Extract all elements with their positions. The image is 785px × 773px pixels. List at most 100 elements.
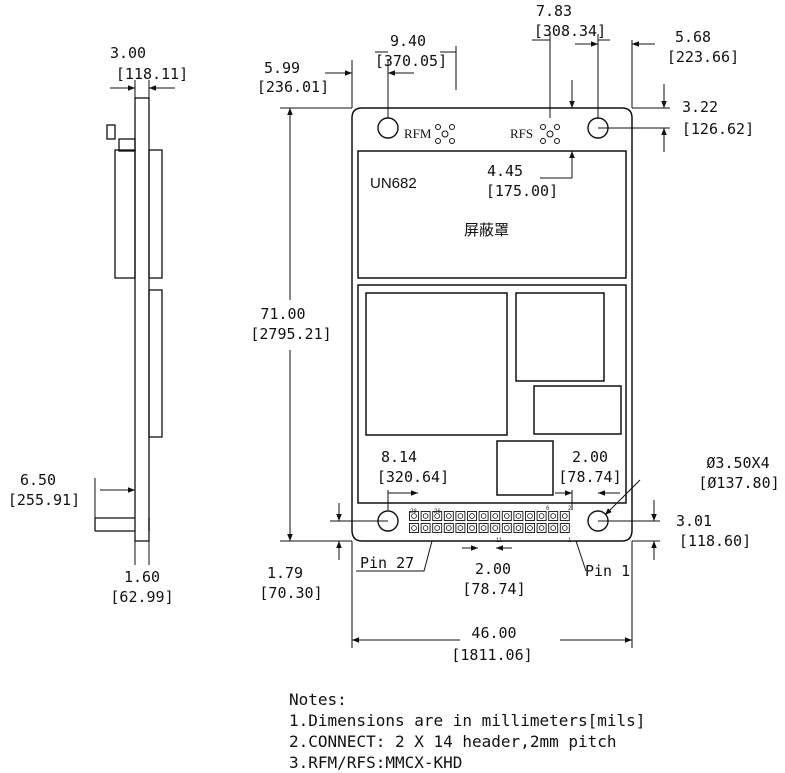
dim-side-width-mils: [118.11] — [116, 65, 188, 83]
header-pin-hole — [480, 525, 487, 531]
dim-rfm-center-mm: 9.40 — [390, 32, 426, 50]
rfm-label: RFM — [404, 126, 432, 141]
callout-pin1: Pin 1 — [585, 562, 630, 580]
side-shield-upper — [114, 149, 136, 279]
header-pin-hole — [527, 513, 533, 519]
side-view — [94, 97, 163, 542]
dim-top-offset-mils: [126.62] — [682, 120, 754, 138]
pin-label-11: 11 — [496, 538, 503, 544]
chip-small — [533, 385, 622, 435]
side-shield-right-upper — [148, 149, 163, 279]
dim-side-pin-mm: 6.50 — [20, 471, 56, 489]
dim-top-offset-mm: 3.22 — [682, 98, 718, 116]
header-pin-hole — [550, 525, 556, 531]
side-component-lower — [148, 289, 163, 438]
dim-header-left-mm: 8.14 — [381, 448, 417, 466]
header-pin-pad — [478, 511, 489, 521]
header-pin-hole — [411, 513, 417, 519]
header-pin-hole — [538, 513, 545, 519]
header-pin-hole — [469, 525, 475, 531]
header-pin-pad — [432, 523, 443, 533]
board-outline — [351, 107, 633, 542]
header-pin-pad — [443, 523, 454, 533]
header-pin-hole — [434, 513, 441, 519]
dim-side-width-mm: 3.00 — [110, 44, 146, 62]
dim-pin27-bottom-mils: [70.30] — [259, 584, 322, 602]
model-label: UN682 — [370, 175, 417, 192]
dim-side-pin-mils: [255.91] — [8, 491, 80, 509]
header-pin-pad — [548, 511, 559, 521]
pin-label-26: 26 — [434, 509, 441, 515]
notes-line-3: 3.RFM/RFS:MMCX-KHD — [289, 753, 462, 772]
header-pin-hole — [422, 525, 429, 531]
chip-secondary — [515, 292, 605, 382]
header-pin-pad — [478, 523, 489, 533]
header-pin-pad — [467, 511, 477, 521]
header-pin-hole — [503, 525, 510, 531]
chip-main — [365, 292, 508, 436]
dim-pin27-bottom-mm: 1.79 — [267, 564, 303, 582]
header-pin-hole — [527, 525, 533, 531]
header-pin-pad — [513, 523, 524, 533]
header-pin-hole — [503, 513, 510, 519]
dim-rfs-offset-mm: 5.68 — [675, 28, 711, 46]
header-pin-pad — [513, 511, 524, 521]
dim-hole-bottom-mm: 3.01 — [676, 512, 712, 530]
pin-label-28: 28 — [410, 509, 417, 515]
header-pin-hole — [561, 513, 568, 519]
dim-height-mils: [2795.21] — [250, 325, 331, 343]
dim-shield-offset-mm: 4.45 — [487, 162, 523, 180]
dim-pitch-mils: [78.74] — [462, 580, 525, 598]
header-pin-hole — [457, 513, 464, 519]
header-pin-pad — [409, 523, 419, 533]
header-pin-pad — [536, 523, 547, 533]
dim-header-left-mils: [320.64] — [377, 468, 449, 486]
pin-label-6: 6 — [546, 506, 550, 512]
lower-area — [357, 284, 627, 504]
header-pin-pad — [490, 523, 501, 533]
side-connector — [106, 124, 116, 140]
dim-rfs-center-mm: 7.83 — [536, 2, 572, 20]
dim-height-mm: 71.00 — [260, 305, 305, 323]
dim-header-right-mm: 2.00 — [572, 448, 608, 466]
header-pin-pad — [548, 523, 559, 533]
pin-label-1: 1 — [568, 538, 572, 544]
chip-tiny — [496, 440, 554, 496]
header-pin-pad — [420, 523, 431, 533]
header-pin-pad — [455, 511, 466, 521]
dim-pcb-thickness-mm: 1.60 — [124, 568, 160, 586]
dim-rfs-center-mils: [308.34] — [534, 22, 606, 40]
dim-hole-bottom-mils: [118.60] — [679, 532, 751, 550]
shield-area — [357, 150, 627, 279]
notes-title: Notes: — [289, 690, 347, 709]
header-pin-pad — [525, 511, 535, 521]
header-pin-pad — [443, 511, 454, 521]
side-pcb — [134, 97, 150, 542]
dim-pitch-mm: 2.00 — [475, 560, 511, 578]
header-pin-pad — [559, 511, 570, 521]
header-pin-hole — [457, 525, 464, 531]
top-dimension-lines — [280, 34, 670, 648]
header-pin-pad — [559, 523, 570, 533]
dim-pcb-thickness-mils: [62.99] — [110, 588, 173, 606]
dim-rfs-offset-mils: [223.66] — [667, 48, 739, 66]
header-pin-hole — [445, 525, 452, 531]
notes-line-2: 2.CONNECT: 2 X 14 header,2mm pitch — [289, 732, 617, 751]
dim-header-right-mils: [78.74] — [558, 468, 621, 486]
shield-label: 屏蔽罩 — [464, 222, 509, 239]
header-pin-pad — [455, 523, 466, 533]
header-pin-pad — [536, 511, 547, 521]
header-pin-hole — [422, 513, 429, 519]
header-pin-hole — [561, 525, 568, 531]
dim-width-mils: [1811.06] — [451, 646, 532, 664]
dim-rfm-offset-mm: 5.99 — [264, 59, 300, 77]
dim-rfm-center-mils: [370.05] — [375, 52, 447, 70]
header-pin-hole — [538, 525, 545, 531]
notes-line-1: 1.Dimensions are in millimeters[mils] — [289, 711, 645, 730]
header-pin-hole — [515, 513, 522, 519]
header-pin-pad — [420, 511, 431, 521]
callout-pin27: Pin 27 — [360, 554, 414, 572]
rfs-label: RFS — [510, 126, 533, 141]
dim-hole-diameter-mm: Ø3.50X4 — [706, 454, 769, 472]
